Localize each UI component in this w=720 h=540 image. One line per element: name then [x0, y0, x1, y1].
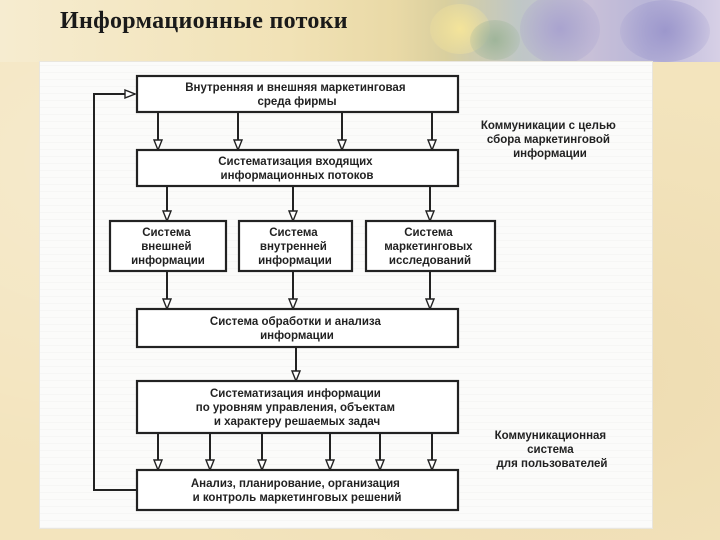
text-systematization-in: Систематизация входящих информационных п… — [218, 156, 376, 182]
label-user-communications: Коммуникационная система для пользовател… — [495, 430, 610, 470]
text-internal-info: Система внутренней информации — [258, 227, 332, 267]
text-line: и контроль маркетинговых решений — [193, 492, 402, 504]
text-line: информационных потоков — [221, 170, 374, 182]
text-line: Система — [142, 227, 191, 239]
decorative-flower — [520, 0, 600, 64]
text-processing: Система обработки и анализа информации — [210, 316, 384, 342]
decorative-flower — [470, 20, 520, 60]
text-line: среда фирмы — [257, 96, 336, 108]
box-external-info — [108, 219, 228, 273]
slide-title: Информационные потоки — [60, 8, 348, 34]
text-line: информации — [513, 148, 587, 160]
text-line: маркетинговых — [384, 241, 473, 253]
text-line: сбора маркетинговой — [487, 134, 610, 146]
scanned-page — [40, 62, 652, 528]
text-line: для пользователей — [497, 458, 608, 470]
label-collection-communications: Коммуникации с целью сбора маркетинговой… — [481, 120, 619, 160]
feedback-loop-arrow — [93, 94, 137, 491]
box-decisions — [135, 468, 460, 512]
text-line: информации — [131, 255, 205, 267]
arrows-systems-to-processing — [167, 271, 430, 309]
text-line: Внутренняя и внешняя маркетинговая — [185, 82, 405, 94]
arrows-levels-to-decisions — [158, 433, 432, 470]
text-line: информации — [258, 255, 332, 267]
text-line: информации — [260, 330, 334, 342]
text-line: и характеру решаемых задач — [214, 416, 380, 428]
text-external-info: Система внешней информации — [131, 227, 205, 267]
text-research: Система маркетинговых исследований — [384, 227, 476, 267]
arrows-sys-to-systems — [167, 186, 430, 221]
text-line: Коммуникационная — [495, 430, 606, 442]
text-line: Система — [269, 227, 318, 239]
text-line: Систематизация информации — [210, 388, 381, 400]
box-systematization-levels — [135, 379, 460, 435]
text-systematization-levels: Систематизация информации по уровням упр… — [196, 388, 398, 428]
text-line: Коммуникации с целью — [481, 120, 616, 132]
text-line: система — [527, 444, 574, 456]
box-systematization-in — [135, 148, 460, 188]
box-processing — [135, 307, 460, 349]
text-environment: Внутренняя и внешняя маркетинговая среда… — [185, 82, 408, 108]
text-line: по уровням управления, объектам — [196, 402, 395, 414]
text-line: внешней — [141, 241, 191, 253]
text-line: Анализ, планирование, организация — [191, 478, 400, 490]
text-line: исследований — [389, 255, 471, 267]
text-line: Система — [404, 227, 453, 239]
arrows-env-to-sys — [158, 112, 432, 150]
box-environment — [135, 74, 460, 114]
text-line: Система обработки и анализа — [210, 316, 382, 328]
text-decisions: Анализ, планирование, организация и конт… — [191, 478, 403, 504]
text-line: Систематизация входящих — [218, 156, 373, 168]
text-line: внутренней — [260, 241, 327, 253]
title-banner — [0, 0, 720, 64]
box-internal-info — [237, 219, 354, 273]
box-research — [364, 219, 497, 273]
decorative-flower — [620, 0, 710, 62]
